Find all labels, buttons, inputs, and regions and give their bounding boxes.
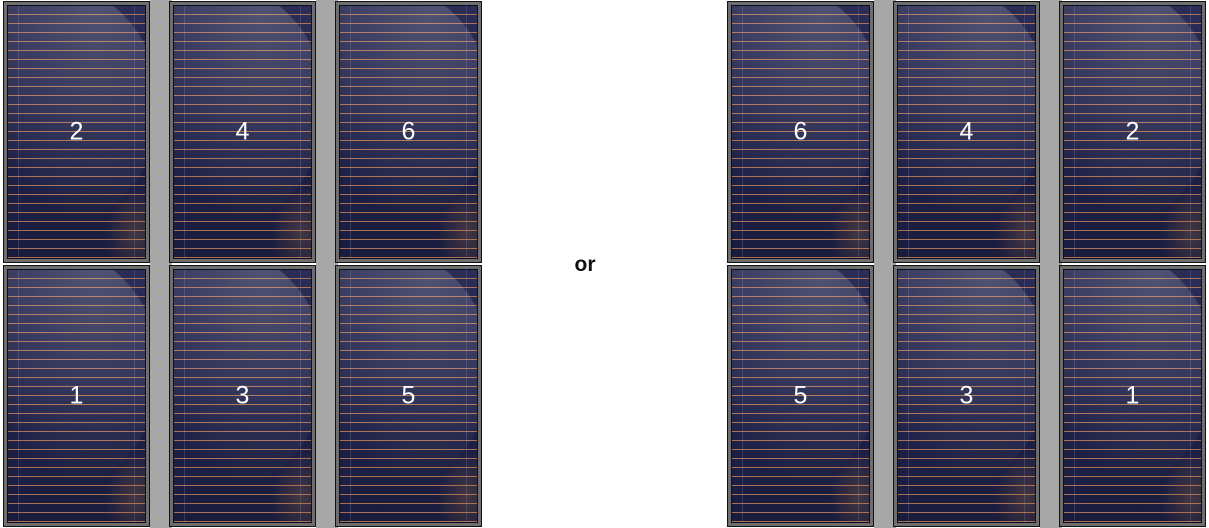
panel-number: 4: [898, 120, 1035, 145]
solar-panel: 1: [3, 265, 150, 527]
panel-number: 2: [8, 120, 145, 145]
solar-panel: 3: [893, 265, 1040, 527]
panel-cells: 6: [731, 5, 870, 259]
solar-panel: 4: [169, 1, 316, 263]
solar-panel: 6: [727, 1, 874, 263]
panel-cells: 2: [1063, 5, 1202, 259]
panel-cells: 5: [339, 269, 478, 523]
solar-panel: 6: [335, 1, 482, 263]
top-row: 6 4 2: [724, 0, 1209, 264]
separator-label: or: [560, 253, 610, 277]
panel-cells: 3: [173, 269, 312, 523]
panel-cells: 5: [731, 269, 870, 523]
panel-number: 5: [732, 384, 869, 409]
panel-number: 3: [174, 384, 311, 409]
solar-panel: 1: [1059, 265, 1206, 527]
panel-number: 2: [1064, 120, 1201, 145]
solar-panel: 5: [727, 265, 874, 527]
panel-cells: 1: [1063, 269, 1202, 523]
panel-number: 4: [174, 120, 311, 145]
panel-number: 1: [1064, 384, 1201, 409]
solar-panel: 4: [893, 1, 1040, 263]
panel-number: 3: [898, 384, 1035, 409]
bottom-row: 5 3 1: [724, 264, 1209, 528]
panel-number: 1: [8, 384, 145, 409]
left-panel-array: 2 4 6 1 3 5: [0, 0, 485, 528]
panel-cells: 4: [173, 5, 312, 259]
solar-panel: 5: [335, 265, 482, 527]
solar-panel: 2: [3, 1, 150, 263]
solar-panel: 3: [169, 265, 316, 527]
panel-number: 6: [732, 120, 869, 145]
solar-panel: 2: [1059, 1, 1206, 263]
panel-number: 5: [340, 384, 477, 409]
right-panel-array: 6 4 2 5 3 1: [724, 0, 1209, 528]
panel-cells: 6: [339, 5, 478, 259]
panel-cells: 3: [897, 269, 1036, 523]
panel-cells: 4: [897, 5, 1036, 259]
panel-number: 6: [340, 120, 477, 145]
top-row: 2 4 6: [0, 0, 485, 264]
panel-cells: 1: [7, 269, 146, 523]
panel-cells: 2: [7, 5, 146, 259]
bottom-row: 1 3 5: [0, 264, 485, 528]
